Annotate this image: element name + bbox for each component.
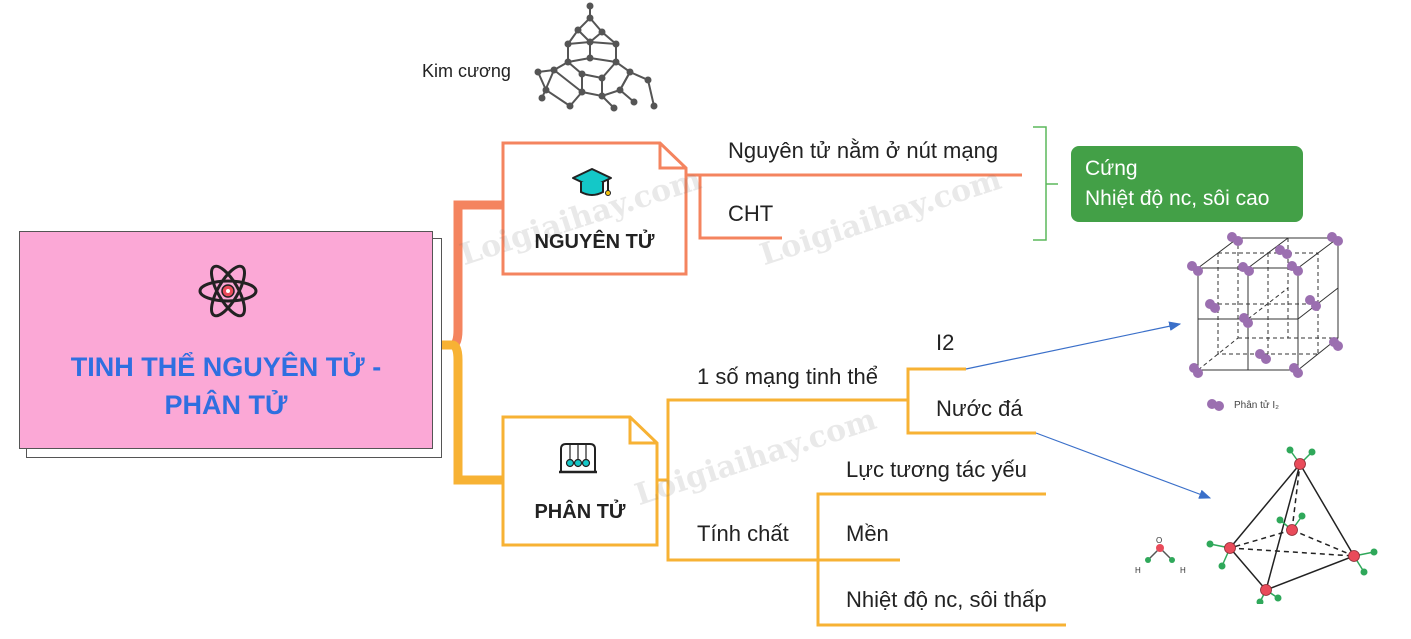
molecule-branch-lattice: 1 số mạng tinh thể [697,364,879,389]
molecule-node-box [501,415,659,547]
graduation-cap-icon [572,168,612,196]
arrow-to-ice [1035,432,1212,499]
root-box: TINH THỂ NGUYÊN TỬ - PHÂN TỬ [19,231,433,449]
result-bracket [1033,126,1058,241]
iodine-legend-icon [1207,399,1224,411]
iodine-lattice-image [1187,232,1343,378]
property-soft: Mền [846,521,889,546]
atom-branch-lines [686,173,1022,240]
atom-branch-lattice: Nguyên tử nằm ở nút mạng [728,138,999,163]
property-sub-lines [816,492,1066,627]
root-title: TINH THỂ NGUYÊN TỬ - PHÂN TỬ [70,352,382,420]
diamond-structure-image [534,2,658,112]
trunk-to-atom [440,200,503,350]
atom-node-box [501,141,688,276]
lattice-example-ice: Nước đá [936,396,1023,421]
molecule-node: PHÂN TỬ [503,417,657,545]
newtons-cradle-icon [559,443,597,474]
atom-node: NGUYÊN TỬ [503,143,686,274]
result-high-temp: Nhiệt độ nc, sôi cao [1085,187,1270,210]
ice-tetrahedron-image [1206,446,1378,604]
molecule-branch-properties: Tính chất [697,521,789,546]
result-box: Cứng Nhiệt độ nc, sôi cao [1071,146,1303,222]
trunk-to-molecule [440,340,503,485]
result-hard: Cứng [1085,157,1138,180]
molecule-node-label: PHÂN TỬ [534,501,626,523]
atom-node-label: NGUYÊN TỬ [534,231,655,253]
molecule-branch-lines [657,398,908,562]
atom-branch-cht: CHT [728,201,774,226]
water-atom-o: O [1156,536,1163,545]
water-molecule-icon [1145,544,1175,563]
property-low-temp: Nhiệt độ nc, sôi thấp [846,587,1047,612]
diamond-label: Kim cương [422,61,511,81]
water-atom-h2: H [1180,566,1186,575]
iodine-legend-label: Phân tử I₂ [1234,400,1280,411]
lattice-example-iodine: I2 [936,330,955,355]
atom-icon [198,264,258,318]
lattice-sub-lines [906,367,1036,435]
arrow-to-iodine [965,321,1182,370]
water-atom-h1: H [1135,566,1141,575]
property-weak-interaction: Lực tương tác yếu [846,457,1027,482]
